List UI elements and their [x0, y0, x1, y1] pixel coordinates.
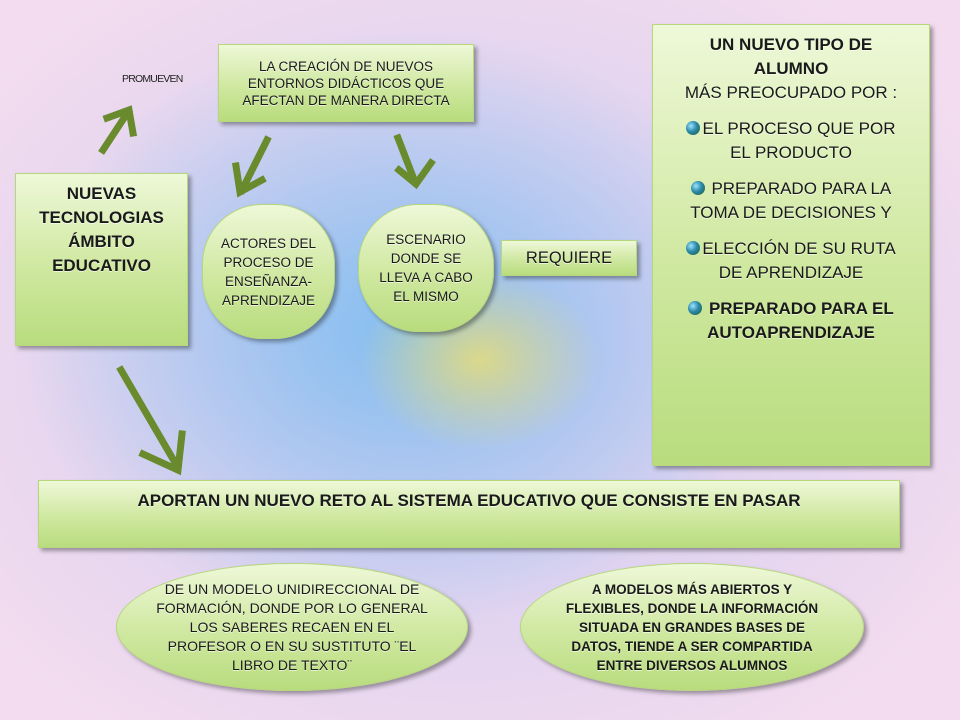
new-student-item: ELECCIÓN DE SU RUTA — [686, 237, 896, 261]
new-student-box: UN NUEVO TIPO DE ALUMNO MÁS PREOCUPADO P… — [652, 24, 930, 466]
new-technologies-line-2: TECNOLOGIAS — [39, 208, 164, 227]
requires-box: REQUIERE — [501, 240, 637, 276]
challenge-box: APORTAN UN NUEVO RETO AL SISTEMA EDUCATI… — [38, 480, 900, 548]
arrow-down-large-icon — [116, 365, 186, 476]
item-2-line-2: TOMA DE DECISIONES Y — [690, 203, 892, 222]
new-student-item: PREPARADO PARA LA — [690, 177, 892, 201]
actors-text: ACTORES DEL PROCESO DE ENSEÑANZA-APRENDI… — [220, 235, 317, 308]
unidirectional-model-text: DE UN MODELO UNIDIRECCIONAL DE FORMACIÓN… — [156, 580, 428, 673]
new-technologies-line-3: ÁMBITO — [68, 232, 135, 251]
item-1-line-1: EL PROCESO QUE POR — [702, 119, 896, 138]
new-technologies-line-4: EDUCATIVO — [52, 256, 151, 275]
scenario-pill: ESCENARIO DONDE SE LLEVA A CABO EL MISMO — [358, 204, 494, 332]
item-3-line-2: DE APRENDIZAJE — [718, 263, 864, 282]
open-models-text: A MODELOS MÁS ABIERTOS Y FLEXIBLES, DOND… — [565, 581, 819, 673]
challenge-text: APORTAN UN NUEVO RETO AL SISTEMA EDUCATI… — [137, 491, 801, 510]
globe-bullet-icon — [686, 121, 701, 135]
item-1-line-2: EL PRODUCTO — [730, 143, 852, 162]
scenario-text: ESCENARIO DONDE SE LLEVA A CABO EL MISMO — [379, 232, 473, 304]
new-technologies-line-1: NUEVAS — [66, 184, 137, 203]
unidirectional-model-ellipse: DE UN MODELO UNIDIRECCIONAL DE FORMACIÓN… — [116, 563, 468, 691]
item-2-line-1: PREPARADO PARA LA — [706, 179, 892, 198]
item-3-line-1: ELECCIÓN DE SU RUTA — [702, 239, 896, 258]
arrow-down-right-icon — [393, 133, 436, 190]
new-technologies-box: NUEVAS TECNOLOGIAS ÁMBITO EDUCATIVO — [15, 173, 188, 346]
new-student-item: EL PROCESO QUE POR — [686, 117, 896, 141]
new-student-title-1: UN NUEVO TIPO DE — [709, 35, 873, 54]
globe-bullet-icon — [688, 301, 703, 315]
new-student-item: PREPARADO PARA EL — [688, 297, 894, 321]
open-models-ellipse: A MODELOS MÁS ABIERTOS Y FLEXIBLES, DOND… — [520, 563, 864, 691]
didactic-environments-box: LA CREACIÓN DE NUEVOS ENTORNOS DIDÁCTICO… — [218, 44, 474, 122]
item-4-line-1: PREPARADO PARA EL — [704, 299, 894, 318]
didactic-environments-text: LA CREACIÓN DE NUEVOS ENTORNOS DIDÁCTICO… — [242, 58, 450, 108]
promueven-label: PROMUEVEN — [122, 73, 183, 85]
globe-bullet-icon — [690, 181, 705, 195]
actors-pill: ACTORES DEL PROCESO DE ENSEÑANZA-APRENDI… — [202, 204, 335, 339]
arrow-down-left-icon — [232, 135, 272, 198]
requires-text: REQUIERE — [525, 248, 613, 267]
new-student-title-2: ALUMNO — [753, 59, 829, 78]
new-student-subtitle: MÁS PREOCUPADO POR : — [684, 83, 898, 102]
item-4-line-2: AUTOAPRENDIZAJE — [707, 323, 875, 342]
arrow-up-right-icon — [98, 105, 138, 155]
globe-bullet-icon — [686, 241, 701, 255]
